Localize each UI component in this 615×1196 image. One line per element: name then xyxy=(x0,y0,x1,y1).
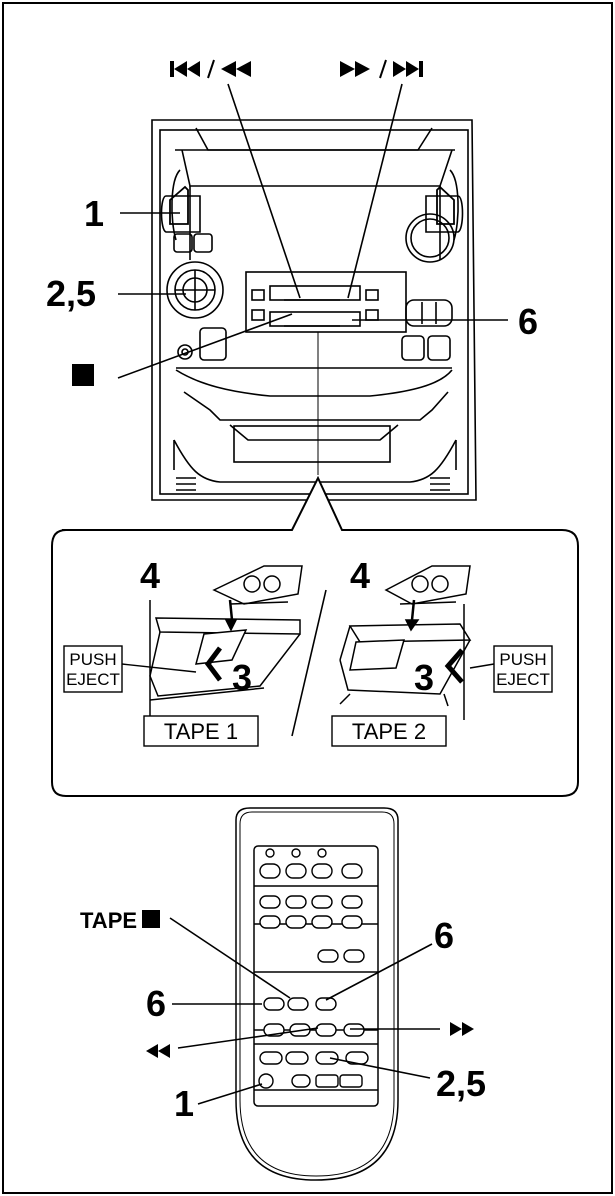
rewind-skip-symbol xyxy=(170,59,251,79)
callout-6: 6 xyxy=(518,301,538,342)
stop-glyph-label: ■ xyxy=(82,359,83,361)
remote-forward-symbol xyxy=(450,1022,474,1036)
remote-rewind-symbol xyxy=(146,1044,170,1058)
step4-right: 4 xyxy=(350,555,370,596)
remote-stop-symbol xyxy=(142,910,160,928)
svg-text:PUSH: PUSH xyxy=(69,650,116,669)
tape1-deck-illustration xyxy=(149,565,303,720)
stop-symbol xyxy=(72,364,94,386)
forward-skip-symbol xyxy=(340,59,423,79)
tape1-label: TAPE 1 xyxy=(143,715,259,747)
step3-left: 3 xyxy=(232,657,252,698)
remote-callout-6-right: 6 xyxy=(434,915,454,956)
inset-divider xyxy=(291,589,327,737)
step4-left: 4 xyxy=(140,555,160,596)
push-eject-left: PUSH EJECT xyxy=(63,645,197,693)
callout-2-5: 2,5 xyxy=(46,273,96,314)
svg-text:PUSH: PUSH xyxy=(499,650,546,669)
leader-stop xyxy=(117,313,293,379)
leader-tape-stop xyxy=(169,917,291,999)
svg-text:EJECT: EJECT xyxy=(496,670,550,689)
leader-rewind xyxy=(227,83,301,299)
callout-1: 1 xyxy=(84,193,104,234)
step3-right: 3 xyxy=(414,657,434,698)
remote-tape-label: TAPE xyxy=(80,908,137,933)
arrow-eject-right xyxy=(444,648,464,684)
forward-skip-label: ▶▶ / ▶▶ xyxy=(380,43,384,45)
remote-callout-1: 1 xyxy=(174,1083,194,1124)
tape2-label: TAPE 2 xyxy=(331,715,447,747)
leader-2-5-remote xyxy=(329,1057,431,1079)
svg-text:TAPE 1: TAPE 1 xyxy=(164,719,238,744)
remote-buttons xyxy=(258,848,369,1089)
remote-callout-2-5: 2,5 xyxy=(436,1063,486,1104)
remote-forward-label: ▶▶ xyxy=(450,1017,452,1019)
push-eject-right: PUSH EJECT xyxy=(469,645,553,693)
tape2-deck-illustration xyxy=(339,565,472,720)
arrow-eject-left xyxy=(204,646,222,682)
remote-rewind-label: ◀◀ xyxy=(150,1039,152,1041)
stereo-unit xyxy=(151,119,477,501)
remote-control xyxy=(235,807,399,1181)
leader-forward xyxy=(347,83,403,299)
leader-rewind-remote xyxy=(177,1027,319,1049)
rewind-skip-label: ◀◀ / ◀◀ xyxy=(210,43,214,45)
svg-text:EJECT: EJECT xyxy=(66,670,120,689)
remote-callout-6-left: 6 xyxy=(146,983,166,1024)
leader-1-remote xyxy=(197,1083,263,1105)
svg-text:TAPE 2: TAPE 2 xyxy=(352,719,426,744)
leader-6-right xyxy=(325,943,433,1001)
